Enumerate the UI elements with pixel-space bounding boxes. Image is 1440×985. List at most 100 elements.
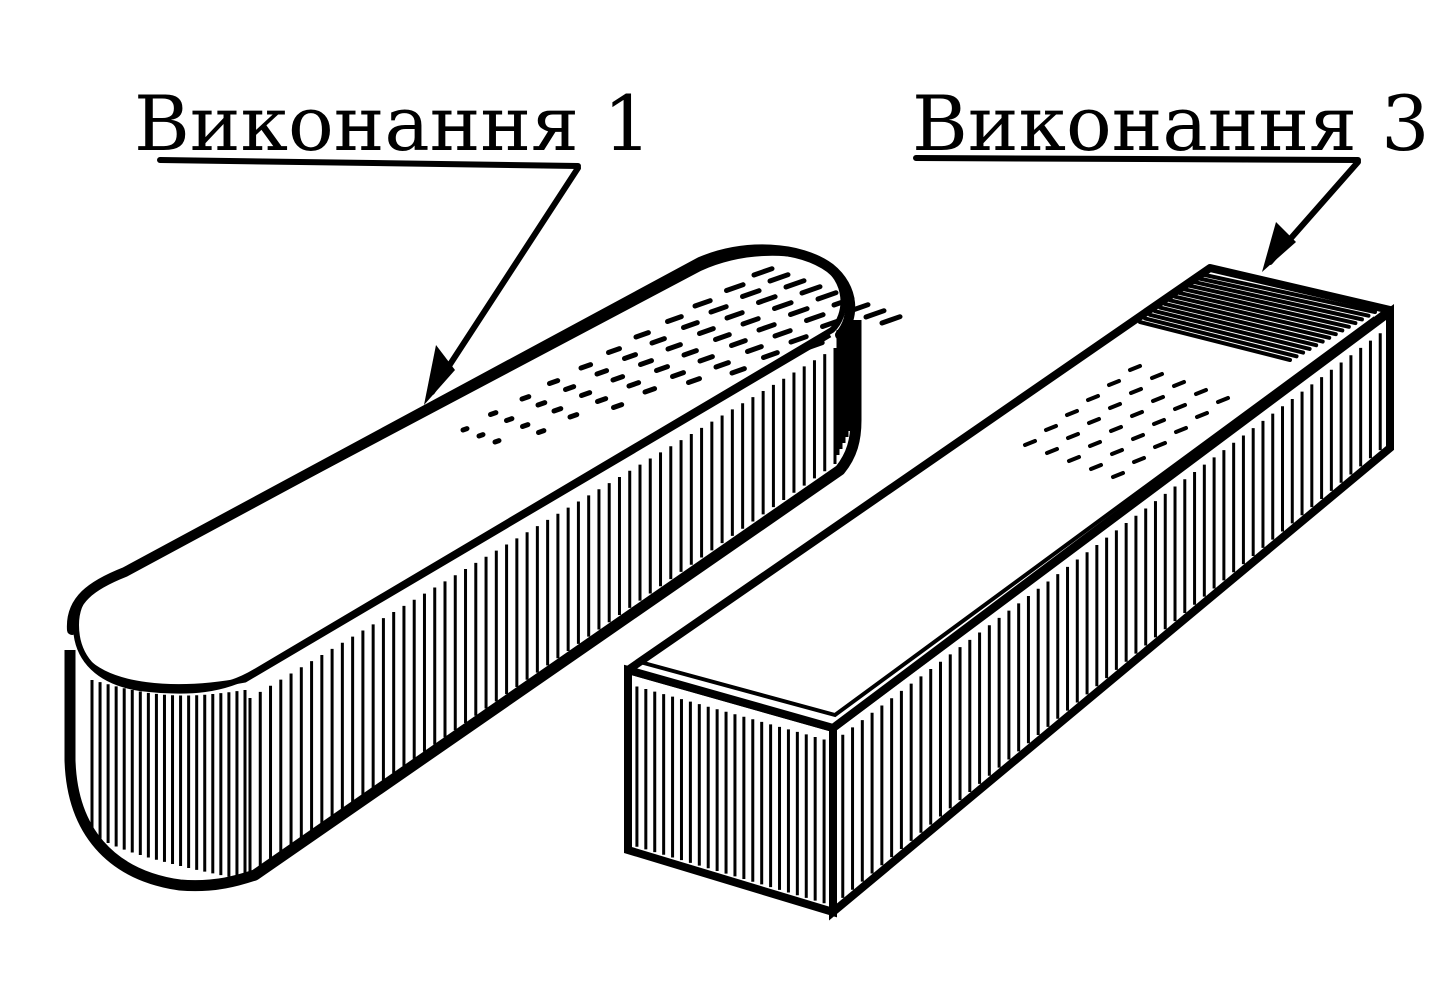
key3-top-bevel (639, 316, 1377, 718)
shade-stripe (1153, 309, 1312, 351)
shade-dash (567, 412, 580, 420)
shade-dash (1110, 448, 1124, 456)
key1-top-shading (460, 266, 903, 445)
shade-dash (804, 312, 826, 323)
shade-dash (1194, 388, 1208, 396)
shade-dash (804, 340, 825, 351)
shade-dash (729, 366, 747, 376)
shade-dash (1151, 395, 1165, 403)
shade-dash (820, 318, 842, 329)
shade-dash (488, 410, 499, 417)
shade-dash (1172, 380, 1186, 388)
shade-dash (1088, 440, 1102, 448)
shade-dash (519, 394, 532, 402)
shade-stripe (1173, 294, 1338, 337)
shade-stripe (1158, 305, 1319, 348)
shade-dash (713, 360, 731, 370)
shade-dash (724, 282, 746, 293)
shade-dash (713, 332, 732, 342)
shade-dash (1109, 425, 1123, 433)
variant-3-label: Виконання 3 (912, 79, 1430, 168)
shade-dash (788, 334, 809, 345)
shade-dash (1150, 372, 1164, 380)
shade-dash (729, 338, 748, 348)
key3-top-face (624, 264, 1394, 732)
shade-dash (1108, 402, 1122, 410)
shade-dash (815, 290, 839, 302)
shade-dash (476, 432, 486, 439)
shade-dash (1111, 471, 1125, 479)
arrowhead-3 (1262, 222, 1296, 272)
shade-dash (863, 308, 887, 320)
shade-dash (1130, 410, 1144, 418)
leader-arrow-1 (429, 165, 581, 395)
shade-dash (1044, 424, 1058, 432)
shade-dash (847, 302, 871, 314)
shade-dash (681, 348, 699, 358)
shade-dash (1089, 463, 1103, 471)
shade-dash (756, 322, 777, 333)
shade-stripe (1148, 312, 1306, 355)
shade-dash (692, 298, 713, 309)
shade-dash (504, 416, 515, 423)
shade-dash (460, 426, 470, 433)
square-key-variant-3 (624, 264, 1394, 921)
shade-dash (611, 402, 625, 410)
shade-dash (578, 362, 594, 371)
shade-stripe (1203, 273, 1377, 314)
key1-side-hatching (90, 330, 855, 880)
shade-dash (1067, 455, 1081, 463)
shade-dash (1132, 456, 1146, 464)
shade-stripe (1163, 301, 1325, 344)
shade-stripe (1168, 298, 1332, 340)
shade-dash (740, 316, 761, 327)
shade-dash (697, 326, 716, 336)
shade-dash (626, 380, 642, 389)
shade-dash (1066, 432, 1080, 440)
shade-dash (1086, 394, 1100, 402)
shade-dash (767, 272, 791, 284)
shade-dash (788, 306, 810, 317)
variant-1-label: Виконання 1 (134, 79, 652, 168)
shade-stripe (1188, 283, 1358, 326)
shade-stripe (1198, 276, 1371, 318)
shade-dash (1065, 409, 1079, 417)
shade-dash (563, 384, 577, 392)
shade-dash (756, 294, 778, 305)
shade-dash (1152, 418, 1166, 426)
leader-underline-1 (157, 157, 581, 169)
shade-dash (670, 370, 686, 379)
shade-stripe (1138, 320, 1292, 362)
shade-dash (761, 350, 780, 360)
shade-dash (772, 328, 793, 339)
leader-lines (157, 155, 1361, 405)
shade-dash (595, 396, 609, 404)
leader-underline-3 (913, 155, 1361, 163)
shade-dash (1153, 441, 1167, 449)
shade-dash (551, 406, 564, 414)
key1-side-outline (64, 320, 862, 892)
shade-dash (799, 284, 823, 296)
shade-dash (1216, 396, 1230, 404)
shade-dash (492, 438, 502, 445)
shade-dash (536, 428, 547, 435)
arrowhead-1 (424, 345, 455, 405)
shade-dash (1195, 411, 1209, 419)
shade-dash (751, 266, 775, 278)
shade-dash (708, 304, 729, 315)
shade-dash (642, 386, 658, 395)
shade-dash (520, 422, 531, 429)
shade-dash (547, 378, 561, 386)
shade-dash (1023, 439, 1037, 447)
shade-dash (697, 354, 715, 364)
shade-dash (686, 376, 702, 385)
shade-dash (745, 344, 764, 354)
rounded-key-variant-1 (64, 244, 903, 892)
shade-stripe (1178, 291, 1345, 333)
shade-dash (535, 400, 548, 408)
shade-dash (1128, 364, 1142, 372)
shade-dash (579, 390, 593, 398)
shade-dash (1174, 426, 1188, 434)
shade-dash (740, 288, 762, 299)
